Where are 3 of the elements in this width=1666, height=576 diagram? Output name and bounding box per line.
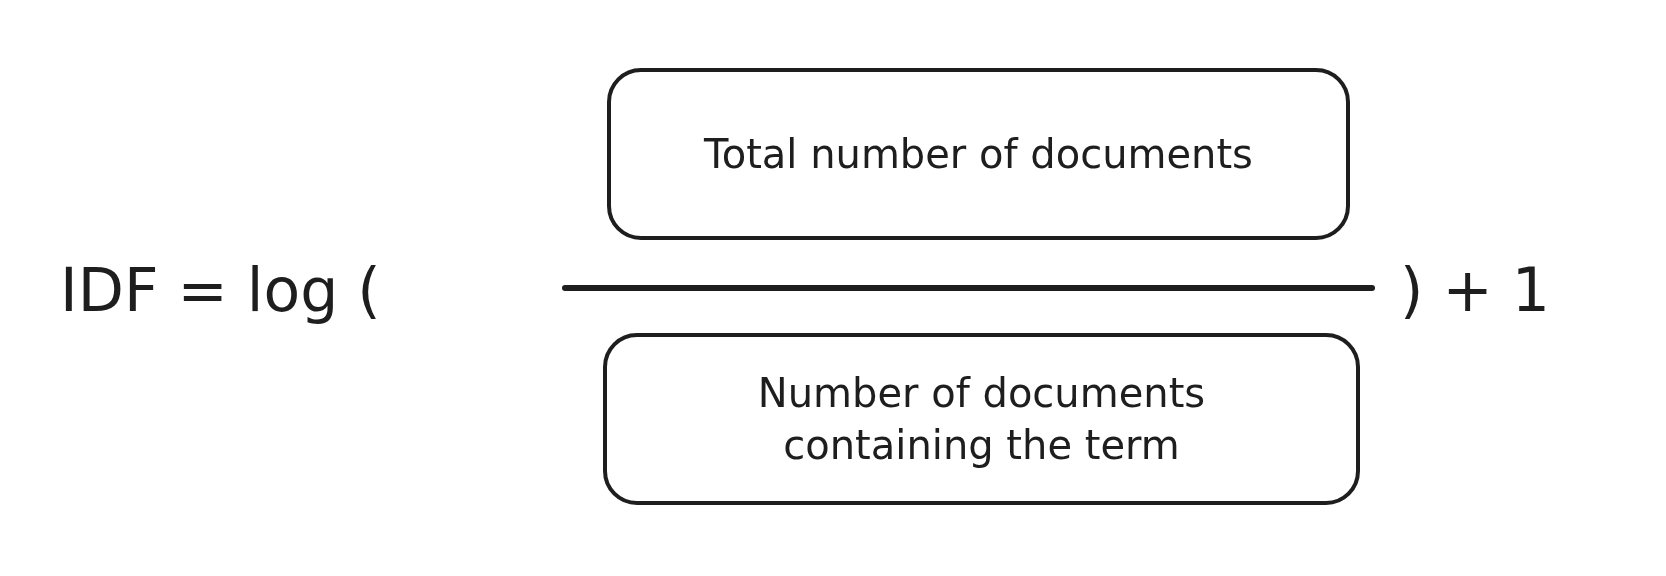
text-box: Total number of documents [607, 68, 1350, 240]
formula-text: ) + 1 [1400, 260, 1550, 320]
text-box: Number of documents containing the term [603, 333, 1360, 505]
